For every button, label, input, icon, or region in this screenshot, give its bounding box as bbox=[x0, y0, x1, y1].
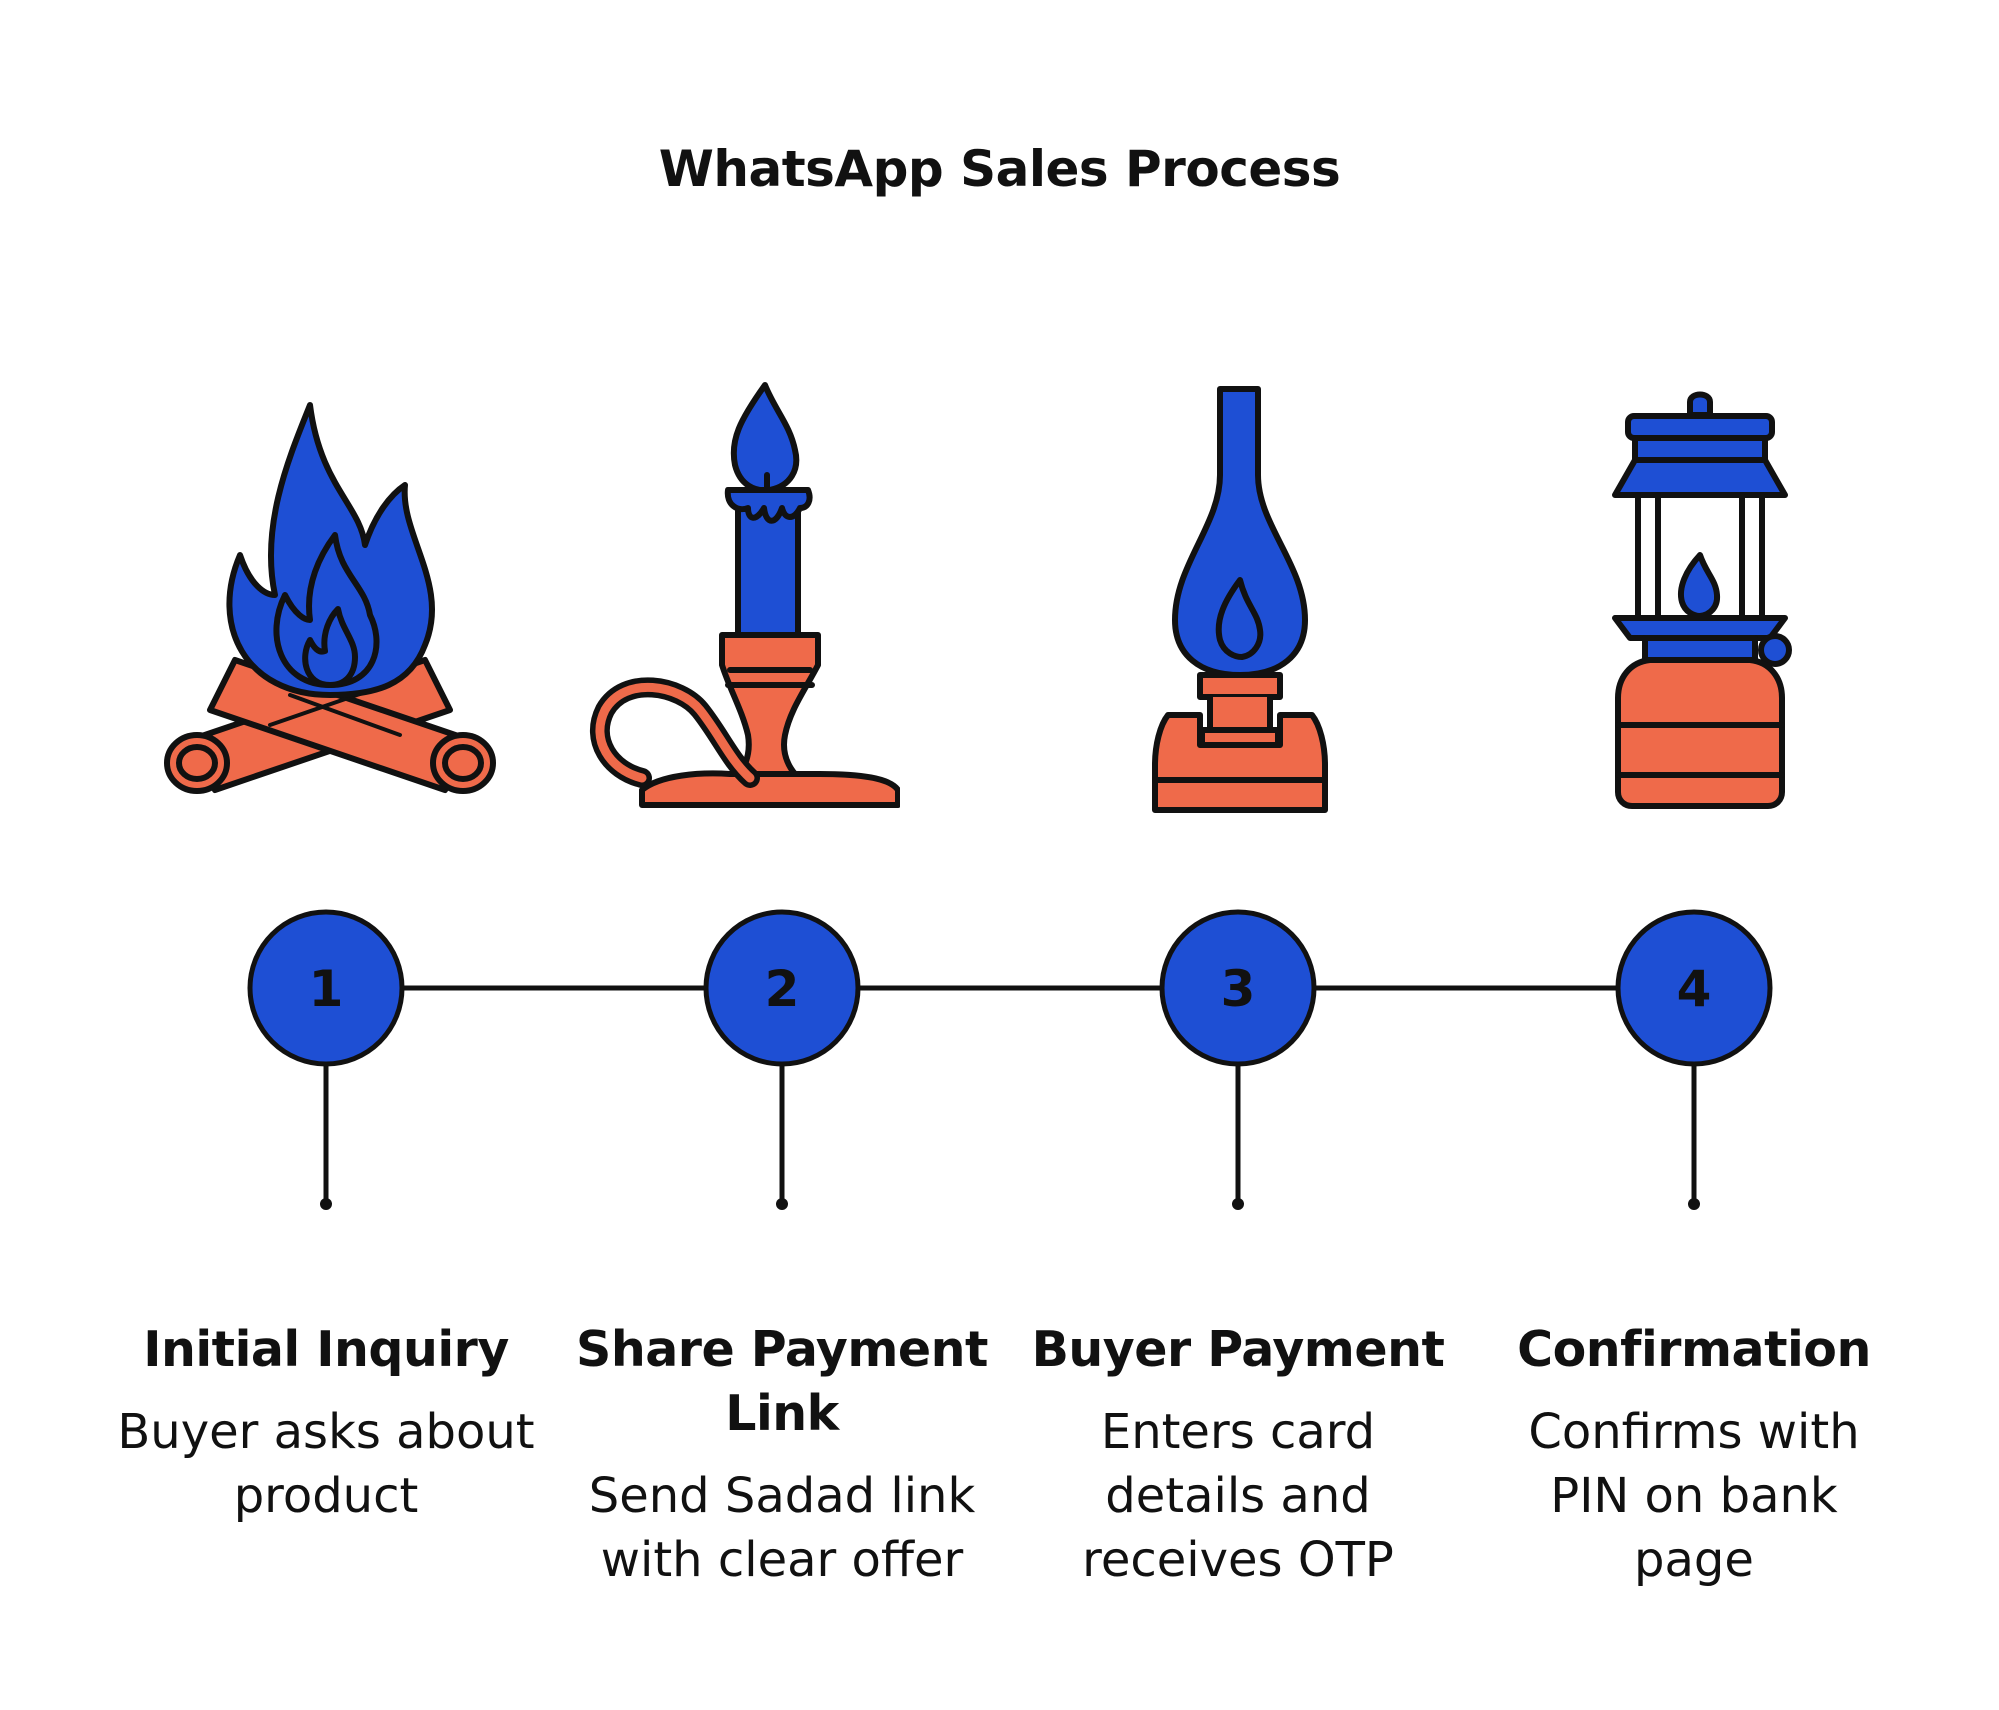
step-title: Initial Inquiry bbox=[143, 1321, 509, 1378]
step-marker-4: 4 bbox=[1615, 909, 1773, 1210]
step-number: 3 bbox=[1221, 960, 1256, 1018]
step-title: Confirmation bbox=[1517, 1321, 1871, 1378]
step-number: 4 bbox=[1677, 960, 1712, 1018]
candle-icon bbox=[580, 380, 901, 820]
step-marker-2: 2 bbox=[703, 909, 861, 1210]
step-number: 1 bbox=[309, 960, 344, 1018]
step-title: Buyer Payment bbox=[1031, 1321, 1445, 1378]
campfire-icon bbox=[150, 395, 510, 815]
oil-lamp-icon bbox=[1140, 385, 1340, 815]
step-title: Share Payment Link bbox=[576, 1321, 988, 1442]
step-1-text: Initial Inquiry Buyer asks about product bbox=[116, 1318, 536, 1528]
step-4-text: Confirmation Confirms with PIN on bank p… bbox=[1484, 1318, 1904, 1592]
step-marker-1: 1 bbox=[247, 909, 405, 1210]
diagram-title: WhatsApp Sales Process bbox=[658, 140, 1341, 198]
step-description: Confirms with PIN on bank page bbox=[1528, 1404, 1860, 1588]
step-3-text: Buyer Payment Enters card details and re… bbox=[1028, 1318, 1448, 1592]
step-description: Buyer asks about product bbox=[117, 1404, 535, 1524]
step-description: Send Sadad link with clear offer bbox=[588, 1468, 976, 1588]
step-number: 2 bbox=[765, 960, 800, 1018]
step-2-text: Share Payment Link Send Sadad link with … bbox=[572, 1318, 992, 1592]
step-description: Enters card details and receives OTP bbox=[1082, 1404, 1394, 1588]
lantern-icon bbox=[1600, 380, 1800, 820]
step-marker-3: 3 bbox=[1159, 909, 1317, 1210]
